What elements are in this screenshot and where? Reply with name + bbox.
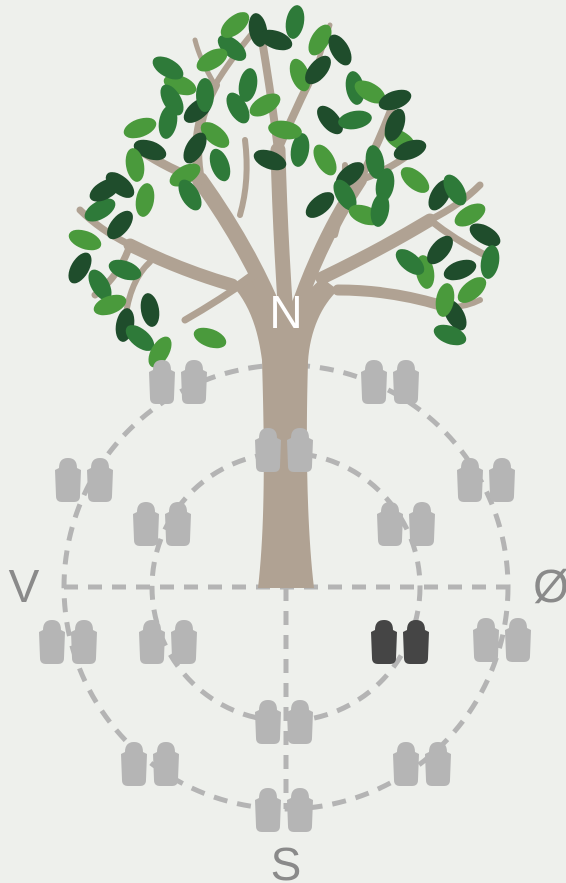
urn-icon [393, 742, 419, 786]
leaf [196, 78, 214, 112]
urn-icon [181, 360, 207, 404]
leaf [283, 4, 307, 41]
leaf [478, 244, 502, 281]
urn-icon [409, 502, 435, 546]
leaf [309, 141, 342, 179]
south-label: S [271, 838, 302, 883]
urn-icon [287, 700, 313, 744]
urn-icon [153, 742, 179, 786]
tree-branch [200, 180, 278, 320]
urn-icon [393, 360, 419, 404]
north-label: N [269, 286, 302, 338]
urn-icon [39, 620, 65, 664]
urn-icon [87, 458, 113, 502]
leaf [121, 114, 159, 143]
urn-icon [71, 620, 97, 664]
urn-icon [403, 620, 429, 664]
urn-icon [489, 458, 515, 502]
leaf [138, 292, 162, 329]
urn-icon [55, 458, 81, 502]
grave-outer-nw[interactable] [55, 458, 113, 502]
grave-outer-s[interactable] [255, 788, 313, 832]
leaf [133, 182, 157, 219]
tree-branch [338, 290, 440, 305]
urn-icon [255, 788, 281, 832]
urn-icon [133, 502, 159, 546]
urn-icon [139, 620, 165, 664]
urn-icon [121, 742, 147, 786]
urn-icon [371, 620, 397, 664]
leaf [396, 162, 434, 198]
urn-icon [361, 360, 387, 404]
urn-icon [425, 742, 451, 786]
urn-icon [473, 618, 499, 662]
leaf [191, 324, 229, 353]
urn-icon [255, 700, 281, 744]
urn-icon [165, 502, 191, 546]
east-label: Ø [533, 560, 566, 612]
leaf [206, 146, 235, 184]
grave-inner-w[interactable] [139, 620, 197, 664]
urn-icon [457, 458, 483, 502]
grave-outer-n-west[interactable] [149, 360, 207, 404]
west-label: V [9, 560, 40, 612]
urn-icon [505, 618, 531, 662]
urn-icon [287, 788, 313, 832]
urn-icon [171, 620, 197, 664]
grave-outer-n-east[interactable] [361, 360, 419, 404]
tree-branch [240, 140, 247, 215]
urn-icon [377, 502, 403, 546]
